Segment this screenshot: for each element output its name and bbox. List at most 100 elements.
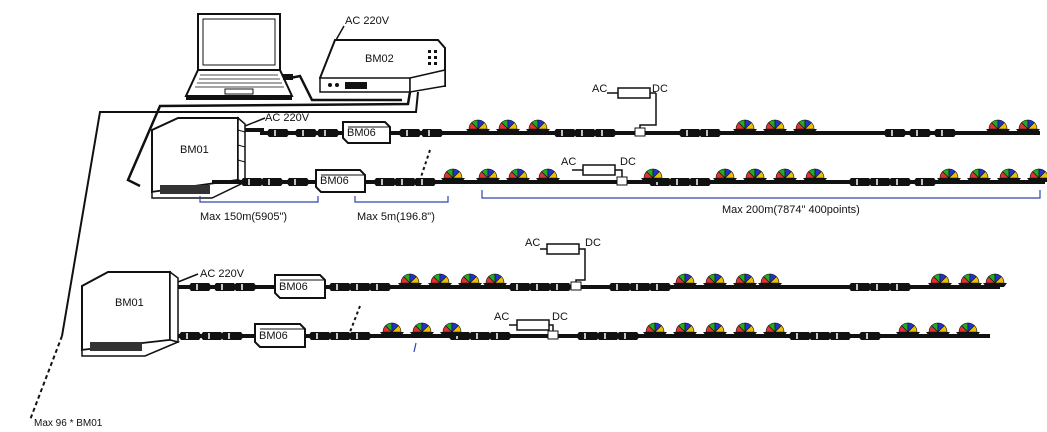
pixel-node: [958, 273, 982, 287]
pixel-node: [398, 273, 422, 287]
cable-connector: [933, 129, 957, 137]
bm06-label: BM06: [259, 330, 288, 342]
cable-connector: [178, 332, 202, 340]
pixel-node: [997, 168, 1021, 182]
psu-top-2: AC DC: [561, 156, 636, 186]
pixel-node: [643, 322, 667, 336]
cable-connector: [348, 332, 372, 340]
pixel-node: [703, 322, 727, 336]
cable-connector: [576, 332, 600, 340]
ac-label: AC: [561, 156, 576, 168]
pixel-node: [526, 119, 550, 133]
bm06-bottom-2: BM06: [254, 323, 306, 348]
pixel-node: [803, 168, 827, 182]
cable-connector: [848, 283, 872, 291]
pixel-node: [441, 168, 465, 182]
max-5-label: Max 5m(196.8"): [357, 211, 435, 223]
cable-connector: [868, 283, 892, 291]
cable-connector: [220, 332, 244, 340]
bm01-top-power-label: AC 220V: [265, 112, 310, 124]
bm06-label: BM06: [320, 175, 349, 187]
cable-connector: [420, 129, 444, 137]
pixel-node: [986, 119, 1010, 133]
bm06-label: BM06: [279, 281, 308, 293]
pixel-node: [763, 119, 787, 133]
cable-connector: [808, 332, 832, 340]
bm06-top-1: BM06: [342, 121, 391, 144]
cable-connector: [468, 332, 492, 340]
pixel-node: [536, 168, 560, 182]
laptop-icon: [184, 13, 294, 100]
psu-bottom-1: AC DC: [525, 237, 601, 291]
cable-connector: [788, 332, 812, 340]
cable-connector: [888, 178, 912, 186]
ac-label: AC: [494, 311, 509, 323]
pixel-node: [673, 273, 697, 287]
pixel-node: [773, 168, 797, 182]
bm06-bottom-1: BM06: [274, 274, 326, 299]
cable-connector: [328, 283, 352, 291]
pixel-node: [937, 168, 961, 182]
cable-connector: [294, 129, 318, 137]
cable-connector: [848, 178, 872, 186]
pixel-node: [641, 168, 665, 182]
pixel-node: [1027, 168, 1047, 182]
pixel-node: [763, 322, 787, 336]
pixel-node: [743, 168, 767, 182]
pixel-node: [466, 119, 490, 133]
cable-connector: [593, 129, 617, 137]
cable-connector: [548, 283, 572, 291]
cable-connector: [233, 283, 257, 291]
cable-connector: [508, 283, 532, 291]
cable-connector: [528, 283, 552, 291]
cable-connector: [213, 283, 237, 291]
cable-connector: [286, 178, 310, 186]
cable-connector: [648, 283, 672, 291]
psu-top-1: AC DC: [592, 83, 668, 137]
dc-label: DC: [652, 83, 668, 95]
connector-group: [178, 129, 957, 340]
cable-connector: [328, 332, 352, 340]
ac-label: AC: [592, 83, 607, 95]
dc-label: DC: [552, 311, 568, 323]
cable-connector: [868, 178, 892, 186]
cable-connector: [616, 332, 640, 340]
pixel-node: [928, 273, 952, 287]
cable-connector: [573, 129, 597, 137]
max-bm01-label: Max 96 * BM01: [34, 418, 103, 427]
pixel-node: [483, 273, 507, 287]
pixel-node: [380, 322, 404, 336]
bm01-bottom-power-label: AC 220V: [200, 268, 245, 280]
pixel-node: [410, 322, 434, 336]
bm01-top-label: BM01: [180, 144, 209, 156]
cable-connector: [368, 283, 392, 291]
cable-connector: [398, 129, 422, 137]
cable-connector: [628, 283, 652, 291]
cable-connector: [373, 178, 397, 186]
cable-connector: [553, 129, 577, 137]
cable-connector: [668, 178, 692, 186]
pixel-node: [458, 273, 482, 287]
cable-connector: [608, 283, 632, 291]
pixel-node: [793, 119, 817, 133]
cable-connector: [308, 332, 332, 340]
bm01-bottom-controller: BM01: [81, 270, 181, 357]
bm02-label: BM02: [365, 53, 394, 65]
cable-connector: [200, 332, 224, 340]
pixel-node: [967, 168, 991, 182]
cable-connector: [260, 178, 284, 186]
cable-connector: [688, 178, 712, 186]
pixel-node: [496, 119, 520, 133]
cable-connector: [266, 129, 290, 137]
pixel-node: [926, 322, 950, 336]
max-150-label: Max 150m(5905"): [200, 211, 287, 223]
cable-connector: [828, 332, 852, 340]
pixel-node-group: [380, 119, 1047, 336]
dc-label: DC: [585, 237, 601, 249]
cable-connector: [888, 283, 912, 291]
pixel-node: [733, 273, 757, 287]
cable-connector: [348, 283, 372, 291]
pixel-node: [506, 168, 530, 182]
pixel-node: [428, 273, 452, 287]
cable-connector: [488, 332, 512, 340]
